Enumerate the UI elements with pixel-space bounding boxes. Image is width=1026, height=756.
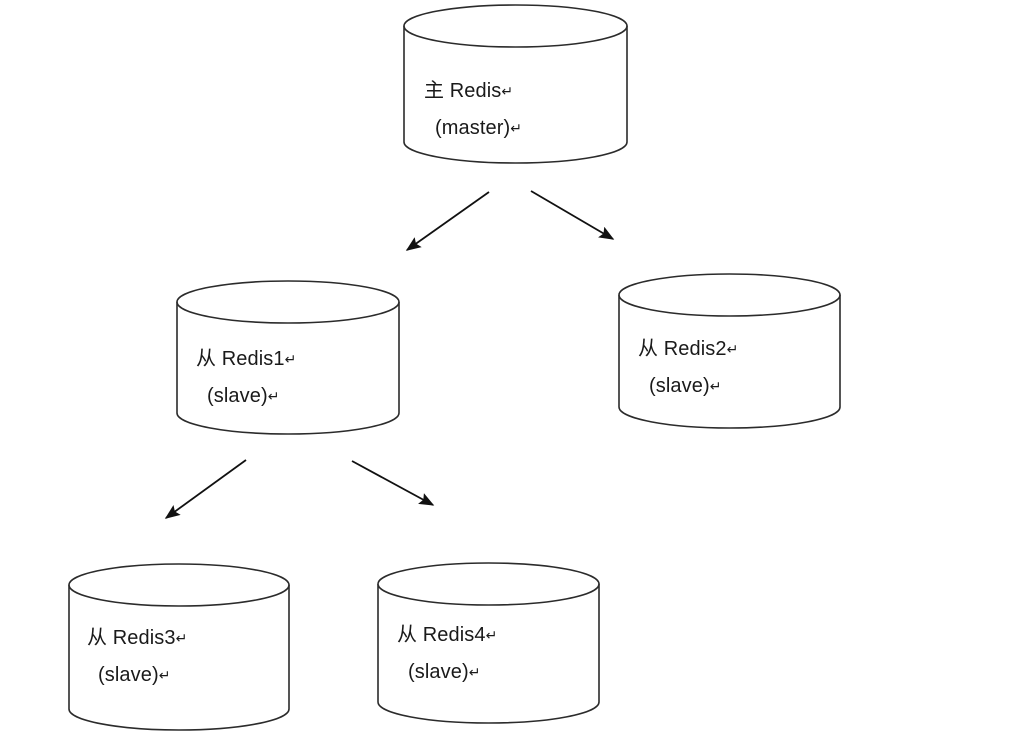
node-slave2-line2: (slave)↵ bbox=[649, 375, 722, 397]
cylinder-top-ellipse bbox=[68, 563, 290, 607]
node-slave4-line2: (slave)↵ bbox=[408, 661, 481, 683]
node-slave2-label: 从 Redis2↵ (slave)↵ bbox=[638, 331, 840, 405]
cylinder-slave2 bbox=[618, 273, 841, 429]
node-master-label: 主 Redis↵ (master)↵ bbox=[424, 73, 627, 147]
cylinder-top-ellipse bbox=[618, 273, 841, 317]
cylinder-top-ellipse bbox=[403, 4, 628, 48]
return-mark-icon: ↵ bbox=[485, 627, 498, 643]
cylinder-slave1 bbox=[176, 280, 400, 435]
node-slave3-line1: 从 Redis3↵ bbox=[87, 627, 188, 649]
cylinder-top-ellipse bbox=[176, 280, 400, 324]
node-master-line2: (master)↵ bbox=[435, 117, 522, 139]
return-mark-icon: ↵ bbox=[468, 664, 481, 680]
node-slave2[interactable]: 从 Redis2↵ (slave)↵ bbox=[638, 331, 840, 428]
node-slave1-line1: 从 Redis1↵ bbox=[196, 348, 297, 370]
arrow-master-to-slave1 bbox=[405, 191, 490, 251]
cylinder-shapes-group bbox=[68, 4, 841, 731]
return-mark-icon: ↵ bbox=[284, 351, 297, 367]
node-master-line1: 主 Redis↵ bbox=[424, 80, 514, 102]
node-slave1-line2: (slave)↵ bbox=[207, 385, 280, 407]
cylinder-body bbox=[618, 295, 841, 429]
node-master[interactable]: 主 Redis↵ (master)↵ bbox=[424, 73, 627, 163]
node-slave4-line1: 从 Redis4↵ bbox=[397, 624, 498, 646]
return-mark-icon: ↵ bbox=[726, 341, 739, 357]
arrow-master-to-slave2 bbox=[530, 190, 615, 240]
node-slave3-line2: (slave)↵ bbox=[98, 664, 171, 686]
cylinder-slave4 bbox=[377, 562, 600, 724]
node-slave1[interactable]: 从 Redis1↵ (slave)↵ bbox=[196, 341, 399, 434]
cylinder-body bbox=[176, 302, 400, 435]
node-slave4[interactable]: 从 Redis4↵ (slave)↵ bbox=[397, 617, 599, 723]
arrow-slave1-to-slave4 bbox=[351, 460, 435, 506]
return-mark-icon: ↵ bbox=[158, 667, 171, 683]
return-mark-icon: ↵ bbox=[175, 630, 188, 646]
cylinder-body bbox=[403, 26, 628, 164]
node-slave4-label: 从 Redis4↵ (slave)↵ bbox=[397, 617, 599, 691]
cylinder-body bbox=[377, 584, 600, 724]
return-mark-icon: ↵ bbox=[709, 378, 722, 394]
cylinder-body bbox=[68, 585, 290, 731]
node-slave1-label: 从 Redis1↵ (slave)↵ bbox=[196, 341, 399, 415]
node-slave3[interactable]: 从 Redis3↵ (slave)↵ bbox=[87, 620, 289, 730]
node-slave2-line1: 从 Redis2↵ bbox=[638, 338, 739, 360]
node-slave3-label: 从 Redis3↵ (slave)↵ bbox=[87, 620, 289, 694]
cylinder-master bbox=[403, 4, 628, 164]
return-mark-icon: ↵ bbox=[267, 388, 280, 404]
return-mark-icon: ↵ bbox=[510, 120, 522, 136]
return-mark-icon: ↵ bbox=[501, 83, 514, 99]
cylinder-slave3 bbox=[68, 563, 290, 731]
cylinder-top-ellipse bbox=[377, 562, 600, 606]
arrow-slave1-to-slave3 bbox=[164, 459, 247, 519]
connector-arrows-group bbox=[164, 190, 615, 519]
